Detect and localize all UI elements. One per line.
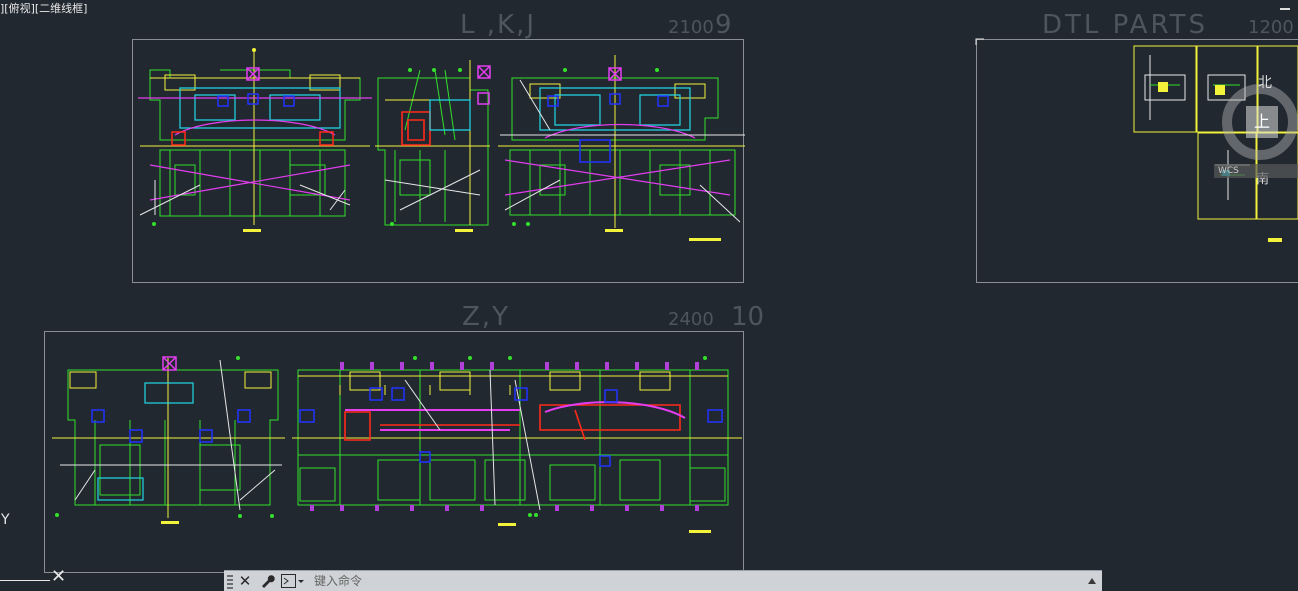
wcs-label: WCS <box>1218 166 1239 176</box>
drawing-view-3[interactable] <box>498 55 745 241</box>
ucs-y-axis-label: Y <box>1 512 10 528</box>
sheet-frame-ljk[interactable] <box>132 39 744 283</box>
command-prompt-icon[interactable] <box>281 574 305 588</box>
drawing-view-5[interactable] <box>292 356 742 533</box>
sheet-title-ljk: L ,K,J <box>460 10 536 40</box>
sheet-scale-ljk: 2100 <box>668 17 714 38</box>
chevron-up-icon[interactable] <box>1086 574 1098 588</box>
sheet-title-dtl: DTL PARTS <box>1042 10 1208 40</box>
command-line-bar: ✕ <box>224 570 1102 591</box>
viewcube-north-label[interactable]: 北 <box>1258 75 1272 91</box>
viewport-controls-label[interactable]: ][俯视][二维线框] <box>0 2 88 15</box>
sheet-number-zy: 10 <box>731 302 764 332</box>
sheet-number-ljk: 9 <box>715 10 732 40</box>
command-input[interactable] <box>314 573 1054 589</box>
ucs-x-axis-line <box>0 580 50 581</box>
viewcube-compass-ring[interactable] <box>1222 84 1298 160</box>
minimize-icon[interactable] <box>1280 8 1290 10</box>
viewcube-top-face[interactable]: 上 <box>1246 106 1278 138</box>
close-icon[interactable]: ✕ <box>238 572 252 590</box>
command-line-grip-handle[interactable] <box>227 575 233 589</box>
drawing-view-1[interactable] <box>138 48 372 232</box>
sheet-scale-zy: 2400 <box>668 309 714 330</box>
ucs-origin-icon: ✕ <box>51 566 67 587</box>
sheet-scale-dtl: 1200 <box>1248 17 1294 38</box>
drawing-view-2[interactable] <box>375 60 491 232</box>
sheet-title-zy: Z,Y <box>462 302 510 332</box>
viewcube[interactable]: 北 上 南 WCS <box>1214 40 1298 200</box>
wrench-icon[interactable] <box>258 572 276 590</box>
wcs-menu[interactable]: WCS <box>1214 164 1298 178</box>
drawing-view-4[interactable] <box>52 356 285 524</box>
sheet-frame-dtl[interactable] <box>976 39 1298 283</box>
